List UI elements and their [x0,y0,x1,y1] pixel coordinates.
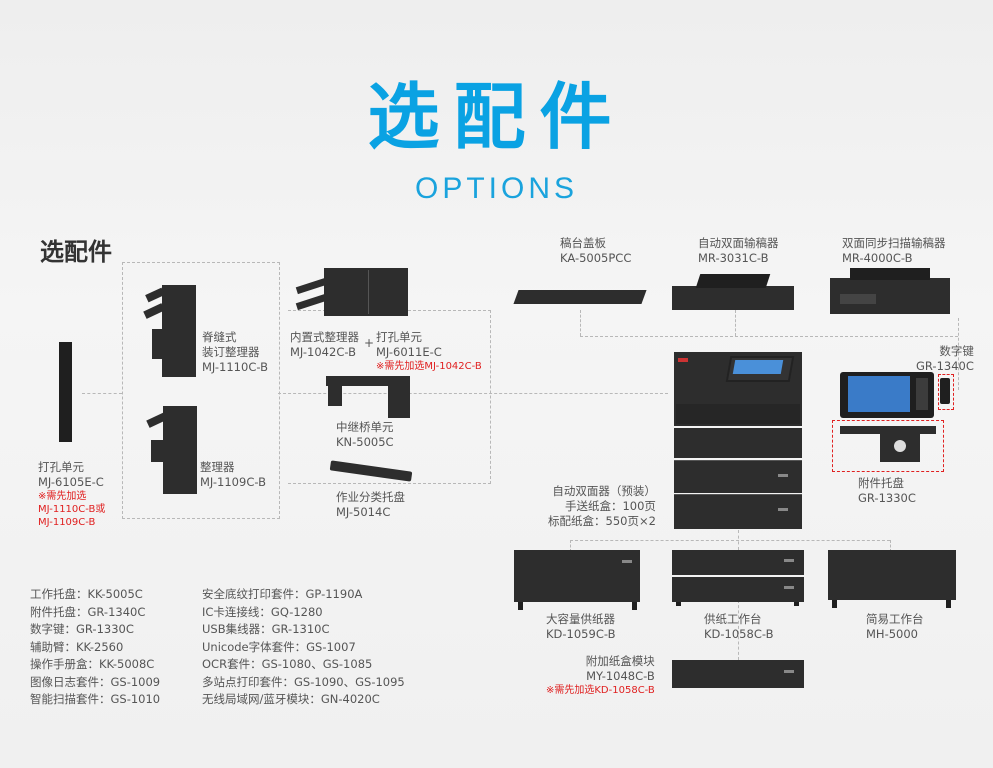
list-item: 辅助臂：KK-2560 [30,639,124,654]
page-title: 选配件 [367,75,626,159]
finisher-image [143,398,201,496]
drawer-module-image [672,660,804,690]
side-tray-label: 附件托盘 GR-1330C [858,476,916,505]
bridge-unit-image [326,374,412,420]
stand-image [828,550,956,610]
job-tray-label: 作业分类托盘 MJ-5014C [336,490,405,519]
saddle-finisher-label: 脊缝式 装订整理器 MJ-1110C-B [202,330,268,374]
connector-line [580,310,581,336]
list-item: 无线局域网/蓝牙模块：GN-4020C [202,692,380,706]
list-item: 安全底纹打印套件：GP-1190A [202,587,363,601]
lcf-label: 大容量供纸器 KD-1059C-B [546,612,616,641]
accessory-list-left: 工作托盘：KK-5005C 附件托盘：GR-1340C 数字键：GR-1330C… [30,586,160,709]
dsdf-label: 双面同步扫描输稿器 MR-4000C-B [842,236,946,265]
list-item: IC卡连接线：GQ-1280 [202,604,323,619]
list-item: 图像日志套件：GS-1009 [30,674,161,689]
list-item: Unicode字体套件：GS-1007 [202,639,356,654]
hole-punch-left-label: 打孔单元 MJ-6105E-C ※需先加选 MJ-1110C-B或 MJ-110… [38,460,106,528]
page-subtitle: OPTIONS [414,172,578,205]
duplex-label: 自动双面器（预装） 手送纸盒：100页 标配纸盒：550页×2 [548,484,656,528]
feed-cabinet-label: 供纸工作台 KD-1058C-B [704,612,774,641]
connector-line [738,600,739,660]
connector-line [570,540,890,541]
stand-label: 简易工作台 MH-5000 [866,612,924,641]
finisher-label: 整理器 MJ-1109C-B [200,460,266,489]
platen-cover-label: 稿台盖板 KA-5005PCC [560,236,632,265]
connector-line [735,310,736,336]
lcf-image [514,550,640,610]
list-item: OCR套件：GS-1080、GS-1085 [202,657,373,671]
radf-label: 自动双面输稿器 MR-3031C-B [698,236,779,265]
keypad-image [940,378,950,404]
list-item: 工作托盘：KK-5005C [30,587,143,601]
plus-sign: + [364,336,375,350]
connector-line [570,540,571,552]
section-title: 选配件 [40,238,112,266]
side-tray-image [840,426,936,466]
finisher-group-box [122,262,280,519]
connector-line [82,393,122,394]
saddle-finisher-image [140,273,200,381]
feed-cabinet-image [672,550,804,606]
radf-image [668,270,798,312]
list-item: 操作手册盒：KK-5008C [30,657,155,671]
hole-punch-inner-label: 打孔单元 MJ-6011E-C ※需先加选MJ-1042C-B [376,330,482,372]
platen-cover-image [513,290,647,304]
accessory-list-right: 安全底纹打印套件：GP-1190A IC卡连接线：GQ-1280 USB集线器：… [202,586,405,709]
main-copier-image [670,352,804,530]
control-panel-image [840,372,936,420]
connector-line [580,336,958,337]
list-item: 数字键：GR-1330C [30,622,134,636]
bridge-unit-label: 中继桥单元 KN-5005C [336,420,394,449]
drawer-module-label: 附加纸盒模块 MY-1048C-B ※需先加选KD-1058C-B [546,654,655,696]
side-tray-highlight-box [832,420,944,472]
list-item: 智能扫描套件：GS-1010 [30,692,161,706]
inner-finisher-label: 内置式整理器 MJ-1042C-B [290,330,359,359]
connector-line [958,318,959,390]
list-item: 多站点打印套件：GS-1090、GS-1095 [202,674,405,689]
list-item: 附件托盘：GR-1340C [30,604,146,619]
connector-line [278,393,668,394]
connector-line [890,540,891,552]
keypad-label: 数字键 GR-1340C [916,344,974,373]
hole-punch-unit-image [59,342,72,442]
keypad-highlight-box [938,374,954,410]
inner-finisher-image [294,268,410,318]
list-item: USB集线器：GR-1310C [202,622,330,636]
dsdf-image [826,266,954,316]
